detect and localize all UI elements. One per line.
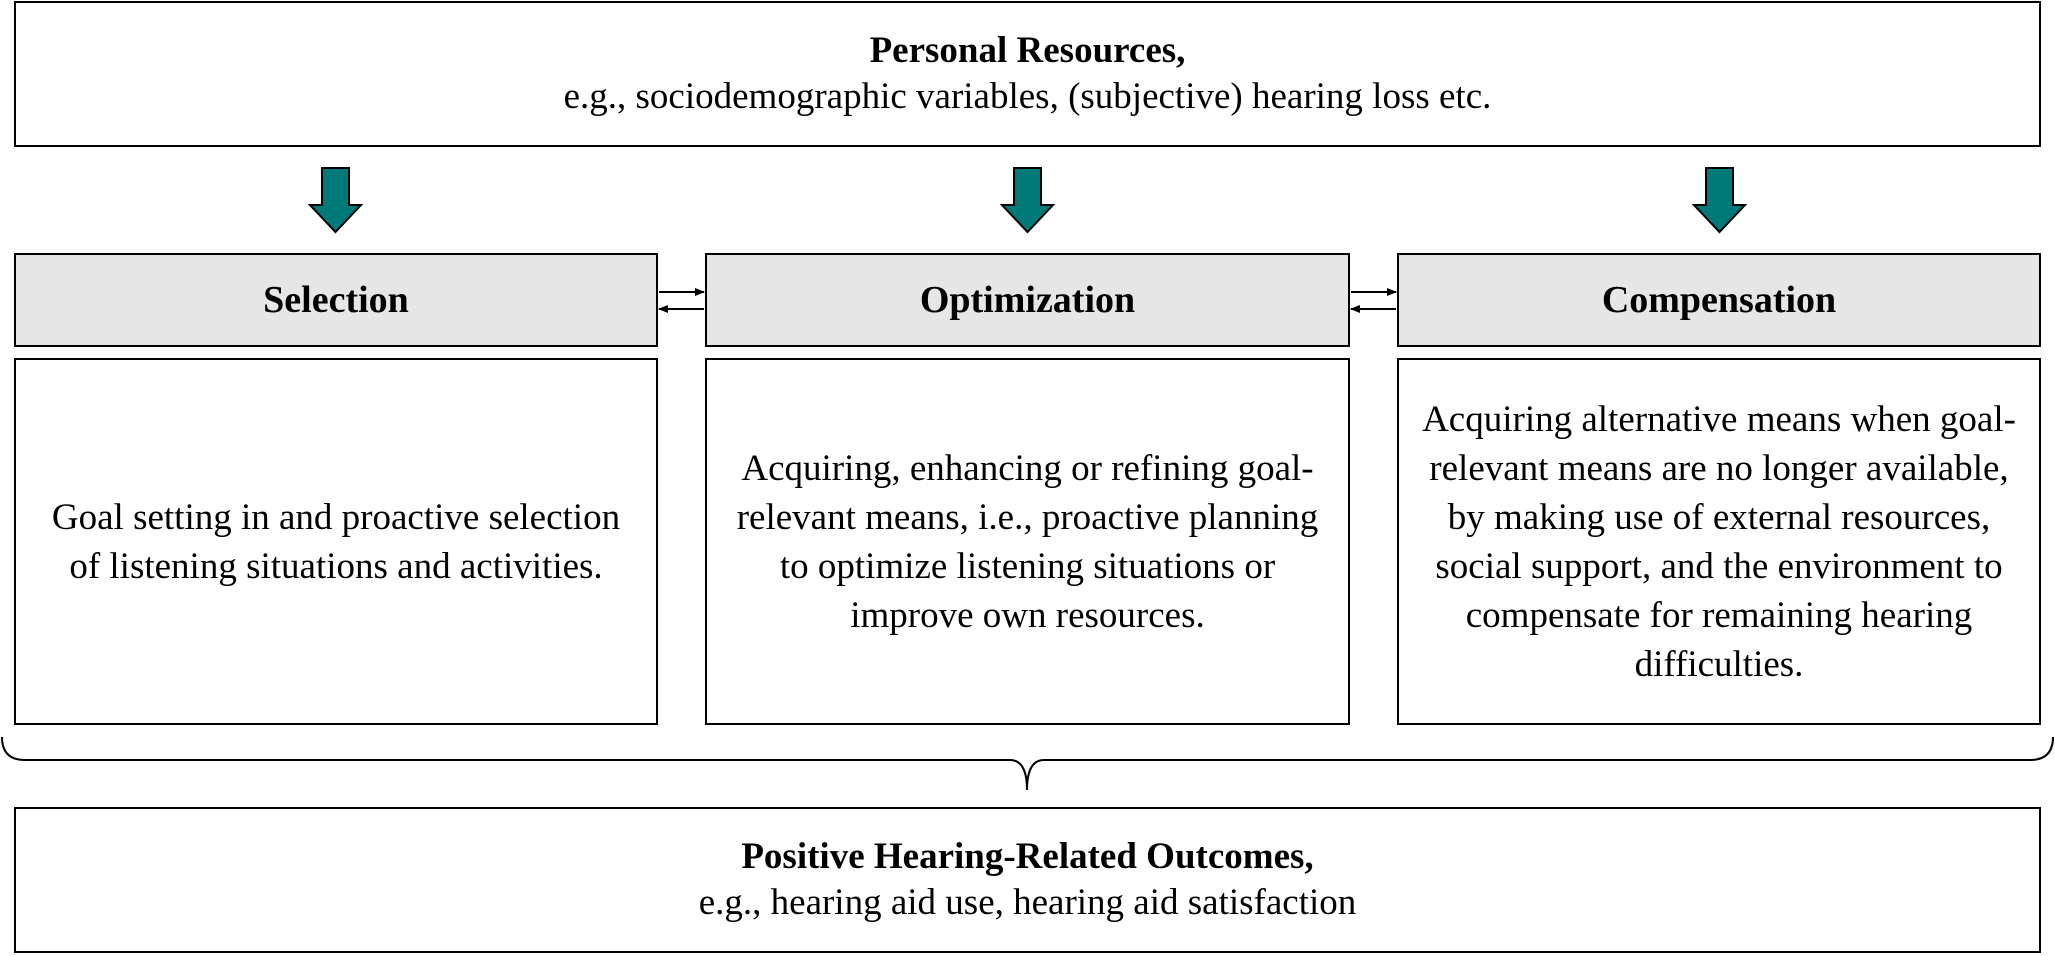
selection-heading: Selection: [263, 279, 409, 321]
grouping-brace: [1, 736, 2054, 791]
compensation-header: Compensation: [1397, 253, 2041, 347]
down-arrow-icon: [999, 167, 1056, 234]
down-arrow-icon: [307, 167, 364, 234]
optimization-compensation-arrows: [1350, 288, 1397, 313]
outcomes-title: Positive Hearing-Related Outcomes,: [741, 836, 1314, 877]
compensation-description-box: Acquiring alternative means when goal-re…: [1397, 358, 2041, 725]
outcomes-box: Positive Hearing-Related Outcomes, e.g.,…: [14, 807, 2041, 953]
down-arrow-icon: [1691, 167, 1748, 234]
selection-description: Goal setting in and proactive selection …: [51, 496, 621, 587]
personal-resources-subtitle: e.g., sociodemographic variables, (subje…: [563, 76, 1492, 117]
compensation-heading: Compensation: [1601, 279, 1837, 321]
personal-resources-title: Personal Resources,: [869, 30, 1186, 71]
optimization-description: Acquiring, enhancing or refining goal-re…: [736, 447, 1319, 636]
personal-resources-box: Personal Resources, e.g., sociodemograph…: [14, 1, 2041, 147]
selection-optimization-arrows: [658, 288, 705, 313]
compensation-description: Acquiring alternative means when goal-re…: [1422, 398, 2016, 685]
outcomes-subtitle: e.g., hearing aid use, hearing aid satis…: [698, 882, 1357, 923]
optimization-description-box: Acquiring, enhancing or refining goal-re…: [705, 358, 1350, 725]
selection-header: Selection: [14, 253, 658, 347]
optimization-heading: Optimization: [919, 279, 1136, 321]
optimization-header: Optimization: [705, 253, 1350, 347]
selection-description-box: Goal setting in and proactive selection …: [14, 358, 658, 725]
